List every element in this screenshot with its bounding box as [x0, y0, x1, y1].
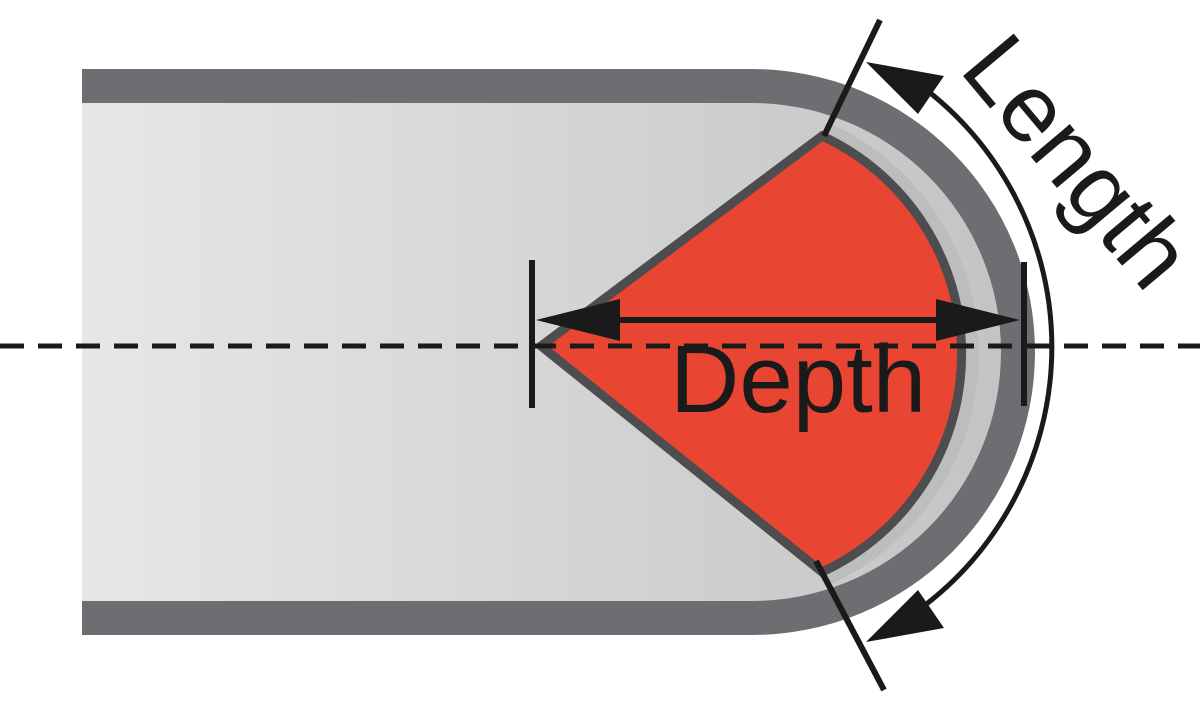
depth-label: Depth	[670, 326, 926, 433]
length-arrow-top-icon	[866, 62, 944, 114]
length-extension-top	[821, 18, 883, 138]
length-extension-bottom	[813, 559, 887, 692]
depth-arrow-right-icon	[936, 299, 1020, 341]
inner-liner	[821, 122, 979, 586]
length-arc	[908, 75, 1055, 619]
depth-arrow-left-icon	[536, 299, 620, 341]
depth-sector	[533, 130, 967, 578]
length-arrow-bottom-icon	[866, 590, 944, 642]
